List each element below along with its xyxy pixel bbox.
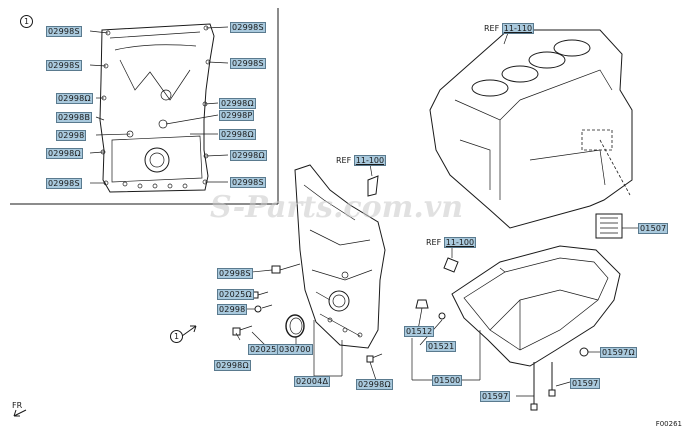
part-label[interactable]: 02998S <box>230 177 266 188</box>
ref-pointers <box>367 175 623 273</box>
watermark: S-Parts.com.vn <box>210 190 464 225</box>
callout-arrow <box>181 325 197 337</box>
part-label[interactable]: 02998Ω <box>230 150 267 161</box>
inset-number-badge: 1 <box>20 15 33 28</box>
part-label[interactable]: 01507 <box>638 223 669 234</box>
part-label[interactable]: 02998B <box>56 112 93 123</box>
ref-prefix: REF <box>336 156 352 165</box>
part-label[interactable]: 02998S <box>46 26 82 37</box>
part-label[interactable]: 030700 <box>277 344 313 355</box>
part-label[interactable]: 01512 <box>404 326 435 337</box>
part-label[interactable]: 02998Ω <box>356 379 393 390</box>
ref-oil-pan[interactable]: REF 11-100 <box>426 237 477 248</box>
part-label[interactable]: 02998S <box>230 22 266 33</box>
ref-prefix: REF <box>484 24 500 33</box>
inset-leaders <box>89 26 229 184</box>
part-label[interactable]: 02004Δ <box>294 376 331 387</box>
part-label[interactable]: 02998 <box>56 130 87 141</box>
timing-cover <box>294 164 386 349</box>
ref-code[interactable]: 11-100 <box>443 237 477 248</box>
stud-bolts <box>530 362 556 411</box>
part-label[interactable]: 02998Ω <box>219 129 256 140</box>
ref-cover[interactable]: REF 11-100 <box>336 155 387 166</box>
ref-code[interactable]: 11-110 <box>501 23 535 34</box>
bolts-cover <box>232 263 383 363</box>
front-oil-seal <box>285 314 305 338</box>
cylinder-block <box>429 29 633 229</box>
ref-code[interactable]: 11-100 <box>353 155 387 166</box>
front-direction-label: FR <box>12 401 23 410</box>
oil-pan-bolt <box>415 299 429 309</box>
part-label[interactable]: 02998S <box>230 58 266 69</box>
ref-block[interactable]: REF 11-110 <box>484 23 535 34</box>
part-label[interactable]: 02998S <box>217 268 253 279</box>
part-label[interactable]: 02998 <box>217 304 248 315</box>
front-direction-arrow <box>13 409 27 417</box>
oil-pan <box>451 245 621 367</box>
part-label[interactable]: 02998Ω <box>219 98 256 109</box>
inset-timing-cover <box>99 23 215 193</box>
part-label[interactable]: 02025 <box>248 344 279 355</box>
part-label[interactable]: 01597 <box>480 391 511 402</box>
part-label[interactable]: 02025Ω <box>217 289 254 300</box>
oil-pan-washer <box>438 312 446 320</box>
part-label[interactable]: 02998Ω <box>214 360 251 371</box>
part-label[interactable]: 02998S <box>46 178 82 189</box>
part-label[interactable]: 01500 <box>432 375 463 386</box>
part-label[interactable]: 02998Ω <box>46 148 83 159</box>
part-label[interactable]: 01597Ω <box>600 347 637 358</box>
part-label[interactable]: 01521 <box>426 341 457 352</box>
figure-code: F00261 <box>655 420 682 428</box>
part-label[interactable]: 01597 <box>570 378 601 389</box>
drain-plug <box>579 347 589 357</box>
ref-prefix: REF <box>426 238 442 247</box>
callout-number-badge: 1 <box>170 330 183 343</box>
part-label[interactable]: 02998Ω <box>56 93 93 104</box>
part-label[interactable]: 02998S <box>46 60 82 71</box>
part-label[interactable]: 02998P <box>219 110 255 121</box>
